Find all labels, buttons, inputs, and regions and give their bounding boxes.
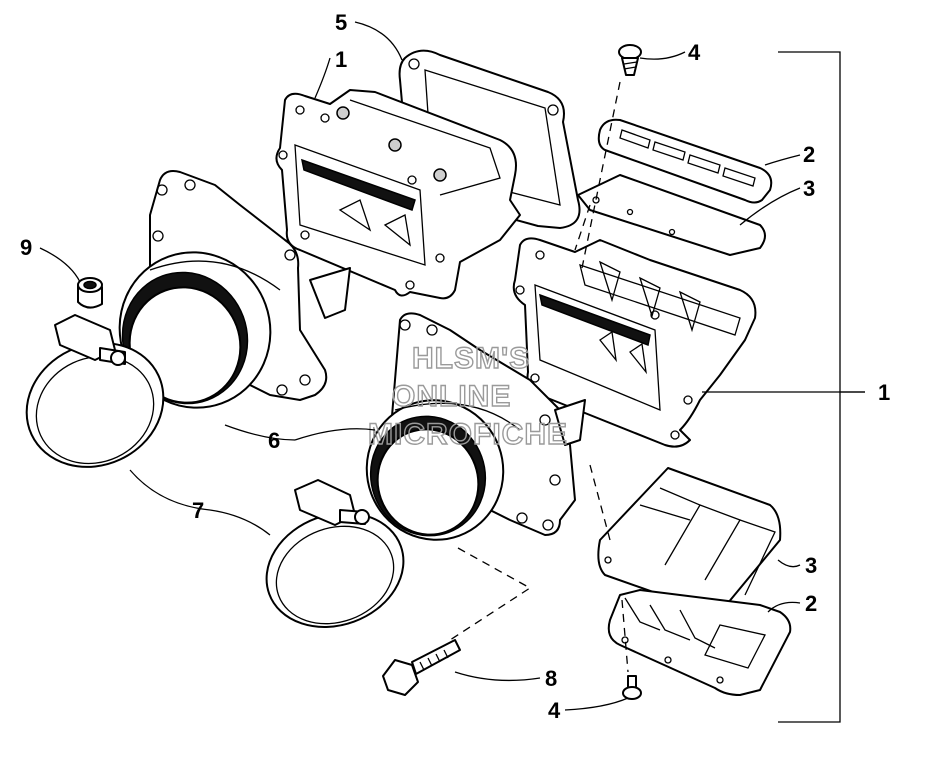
- callout-7: 7: [192, 498, 204, 523]
- callout-8: 8: [545, 666, 557, 691]
- reed-cage-upper-part-1: [275, 89, 521, 300]
- callout-2-bottom: 2: [805, 591, 817, 616]
- hose-clamp-lower-part-7: [265, 479, 405, 628]
- bolt-part-8: [382, 639, 461, 696]
- watermark-line-1: HLSM'S: [412, 342, 530, 375]
- screw-part-4-bottom: [622, 675, 642, 700]
- callout-1-top: 1: [335, 47, 347, 72]
- callout-5: 5: [335, 10, 347, 35]
- assembly-guide-lines: [449, 81, 629, 673]
- intake-flange-lower-part-6: [365, 312, 586, 541]
- reed-petal-part-3-bottom: [597, 467, 782, 616]
- callout-leaders: [39, 21, 865, 711]
- callout-4-bottom: 4: [548, 698, 561, 723]
- watermark: HLSM'S ONLINE MICROFICHE: [367, 341, 568, 451]
- screw-part-4-top: [618, 44, 642, 76]
- callout-1-right: 1: [878, 380, 890, 405]
- callout-3-top: 3: [803, 176, 815, 201]
- watermark-line-3: MICROFICHE: [368, 418, 568, 451]
- group-bracket: [778, 51, 841, 723]
- reed-petal-part-3-top: [577, 174, 766, 256]
- reed-cage-middle-part-1: [512, 237, 757, 448]
- callout-4-top: 4: [688, 40, 701, 65]
- callout-6: 6: [268, 428, 280, 453]
- callout-2-top: 2: [803, 142, 815, 167]
- bushing-part-9: [77, 277, 103, 309]
- callouts: 5 1 4 2 3 9 1 6 7 3 2 8 4: [20, 10, 890, 723]
- reed-stop-part-2-bottom: [607, 589, 792, 696]
- reed-stop-part-2-top: [597, 118, 773, 204]
- callout-9: 9: [20, 235, 32, 260]
- callout-3-bottom: 3: [805, 553, 817, 578]
- watermark-line-2: ONLINE: [392, 380, 511, 413]
- hose-clamp-upper-part-7: [25, 314, 165, 468]
